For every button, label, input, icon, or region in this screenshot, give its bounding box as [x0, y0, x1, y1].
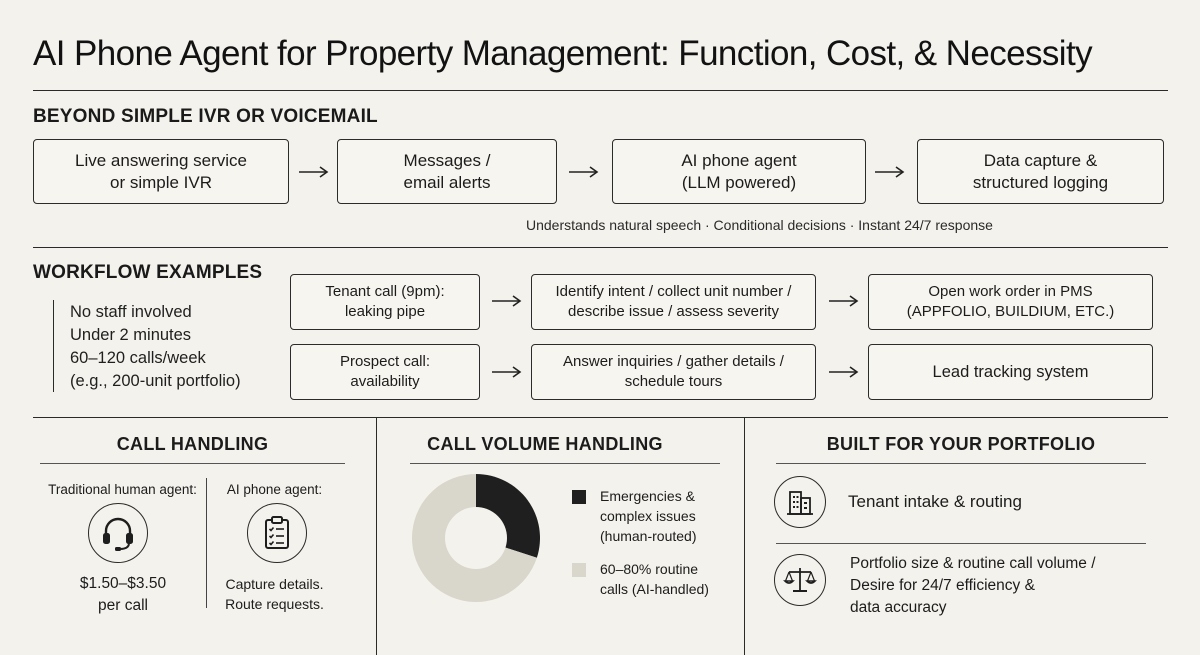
panel-divider	[376, 418, 377, 655]
legend-item-ai: 60–80% routine calls (AI-handled)	[572, 559, 742, 599]
workflow-stats: No staff involved Under 2 minutes 60–120…	[70, 301, 241, 393]
workflow-prospect-call: Prospect call: availability	[290, 344, 480, 400]
clipboard-checklist-icon	[247, 503, 307, 563]
call-handling-divider	[206, 478, 207, 608]
workflow-tenant-outcome: Open work order in PMS (APPFOLIO, BUILDI…	[868, 274, 1153, 330]
workflow-heading: WORKFLOW EXAMPLES	[33, 262, 263, 283]
arrow-icon	[874, 165, 908, 179]
ai-agent-description: Capture details. Route requests.	[225, 576, 324, 612]
workflow-tenant-call: Tenant call (9pm): leaking pipe	[290, 274, 480, 330]
portfolio-heading: BUILT FOR YOUR PORTFOLIO	[826, 434, 1096, 454]
legend-label: Emergencies & complex issues (human-rout…	[600, 488, 697, 544]
human-agent-cost: $1.50–$3.50 per call	[79, 575, 167, 614]
panel-underline	[776, 543, 1146, 544]
arrow-icon	[491, 365, 525, 379]
section-divider	[33, 247, 1168, 248]
call-volume-legend: Emergencies & complex issues (human-rout…	[572, 486, 742, 599]
stat-item: 60–120 calls/week	[70, 349, 206, 367]
beyond-step-2: Messages / email alerts	[337, 139, 557, 204]
call-volume-donut	[412, 474, 540, 602]
portfolio-item-tenant-intake: Tenant intake & routing	[848, 492, 1022, 511]
ai-agent-label: AI phone agent:	[226, 482, 323, 497]
stats-bracket	[53, 300, 54, 392]
legend-swatch	[572, 563, 586, 577]
section-divider	[33, 417, 1168, 418]
workflow-prospect-process: Answer inquiries / gather details / sche…	[531, 344, 816, 400]
beyond-step-4: Data capture & structured logging	[917, 139, 1164, 204]
panel-underline	[40, 463, 345, 464]
beyond-step-3: AI phone agent (LLM powered)	[612, 139, 866, 204]
arrow-icon	[828, 294, 862, 308]
scales-icon	[774, 554, 826, 606]
arrow-icon	[491, 294, 525, 308]
workflow-prospect-outcome: Lead tracking system	[868, 344, 1153, 400]
stat-item: No staff involved	[70, 303, 192, 321]
legend-item-human: Emergencies & complex issues (human-rout…	[572, 486, 742, 546]
beyond-caption: Understands natural speech · Conditional…	[526, 217, 993, 233]
arrow-icon	[298, 165, 332, 179]
panel-underline	[776, 463, 1146, 464]
workflow-tenant-process: Identify intent / collect unit number / …	[531, 274, 816, 330]
legend-label: 60–80% routine calls (AI-handled)	[600, 561, 709, 597]
arrow-icon	[828, 365, 862, 379]
panel-divider	[744, 418, 745, 655]
panel-underline	[410, 463, 720, 464]
human-agent-label: Traditional human agent:	[48, 482, 197, 497]
stat-item: (e.g., 200-unit portfolio)	[70, 372, 241, 390]
legend-swatch	[572, 490, 586, 504]
stat-item: Under 2 minutes	[70, 326, 192, 344]
headset-icon	[88, 503, 148, 563]
call-handling-heading: CALL HANDLING	[116, 434, 269, 454]
beyond-step-1: Live answering service or simple IVR	[33, 139, 289, 204]
beyond-heading: BEYOND SIMPLE IVR OR VOICEMAIL	[33, 106, 378, 127]
building-icon	[774, 476, 826, 528]
title-divider	[33, 90, 1168, 91]
arrow-icon	[568, 165, 602, 179]
page-title: AI Phone Agent for Property Management: …	[33, 34, 1093, 73]
call-volume-heading: CALL VOLUME HANDLING	[427, 434, 663, 454]
portfolio-item-fit-factors: Portfolio size & routine call volume / D…	[850, 555, 1096, 616]
